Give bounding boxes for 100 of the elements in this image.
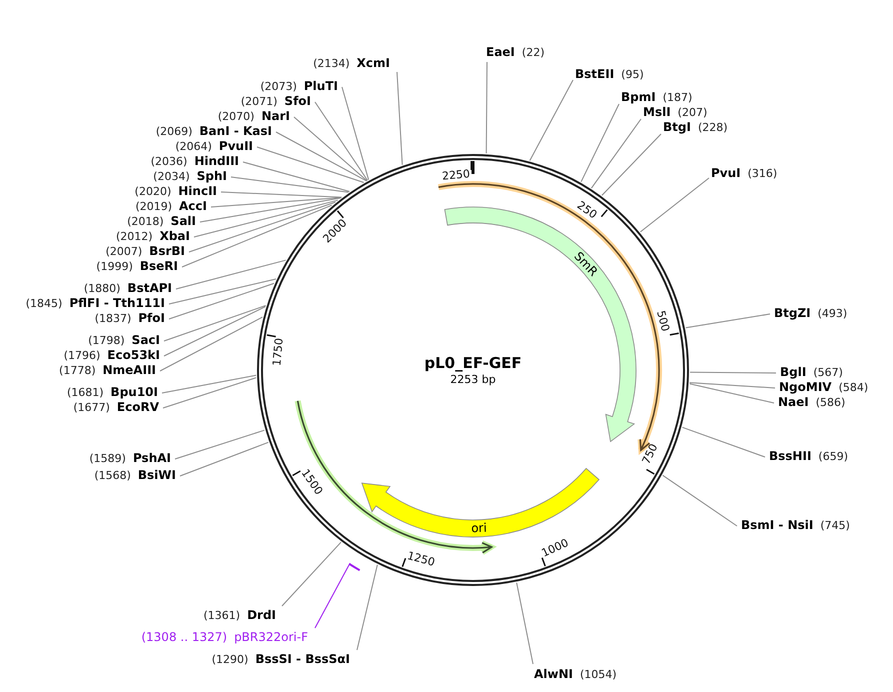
enzyme-name: SacI	[132, 332, 160, 349]
cut-site-position: (567)	[813, 365, 843, 381]
enzyme-name: PflFI - Tth111I	[69, 295, 165, 312]
leader-line	[314, 102, 368, 181]
cut-site-position: (2034)	[153, 169, 190, 185]
leader-line	[529, 80, 574, 162]
leader-line	[516, 582, 534, 664]
plasmid-length: 2253 bp	[450, 372, 496, 386]
cut-site-position: (2007)	[106, 244, 142, 260]
leader-line	[685, 314, 770, 328]
scale-label: 750	[640, 442, 660, 466]
leader-line	[188, 202, 336, 252]
cut-site-position: (207)	[678, 105, 708, 121]
leader-line	[294, 116, 368, 182]
enzyme-name: NarI	[261, 108, 290, 125]
leader-line	[210, 197, 342, 208]
enzyme-name: SalI	[170, 213, 196, 230]
scale-label: 500	[654, 309, 671, 332]
leader-line	[168, 278, 276, 304]
leader-line	[590, 118, 642, 189]
leader-line	[342, 86, 370, 180]
cut-site-position: (493)	[818, 306, 848, 322]
leader-line	[689, 383, 774, 404]
enzyme-name: PluTI	[304, 78, 338, 95]
scale-label: 1750	[271, 338, 284, 367]
enzyme-name: BssSI - BssSαI	[255, 651, 350, 668]
leader-line	[230, 176, 350, 193]
leader-line	[182, 204, 332, 268]
primer-name: pBR322ori-F	[234, 629, 308, 646]
leader-line	[242, 162, 350, 192]
enzyme-name: BsiWI	[138, 467, 176, 484]
leader-line	[168, 282, 274, 320]
cut-site-position: (1290)	[212, 652, 248, 668]
enzyme-name: SphI	[196, 168, 227, 185]
cut-site-position: (1796)	[64, 348, 100, 364]
cut-site-position: (187)	[662, 90, 692, 106]
leader-line	[164, 306, 266, 356]
cut-site-position: (584)	[838, 380, 868, 396]
enzyme-name: XcmI	[356, 55, 390, 72]
cut-site-position: (1999)	[96, 259, 133, 275]
cut-site-position: (2036)	[150, 154, 188, 170]
leader-line	[220, 192, 342, 198]
enzyme-name: BglI	[780, 364, 806, 381]
primer-position: (1308 .. 1327)	[141, 629, 228, 646]
enzyme-name: PvuI	[711, 165, 741, 182]
cut-site-position: (228)	[698, 120, 728, 136]
cut-site-position: (1837)	[94, 311, 132, 327]
leader-line	[164, 305, 266, 342]
cut-site-position: (2069)	[156, 124, 192, 140]
enzyme-name: EaeI	[486, 44, 515, 61]
cut-site-position: (22)	[522, 45, 544, 61]
enzyme-name: BtgI	[663, 119, 691, 136]
leader-line	[689, 382, 776, 388]
leader-line	[200, 198, 342, 222]
cut-site-position: (586)	[816, 395, 846, 411]
leader-line	[690, 372, 776, 374]
cut-site-position: (1880)	[84, 281, 120, 297]
scale-label: 2250	[442, 168, 470, 182]
cut-site-position: (1361)	[203, 608, 240, 624]
enzyme-name: EcoRV	[116, 399, 159, 416]
enzyme-name: BanI - KasI	[199, 123, 272, 140]
leader-line	[356, 564, 378, 650]
enzyme-name: HincII	[178, 183, 217, 200]
cut-site-position: (1677)	[73, 400, 110, 416]
enzyme-name: HindIII	[194, 153, 239, 170]
enzyme-name: NgoMIV	[779, 379, 832, 396]
feature-label: ori	[470, 522, 487, 535]
leader-line	[180, 442, 269, 476]
cut-site-position: (2070)	[218, 109, 254, 125]
enzyme-name: AlwNI	[534, 666, 573, 683]
cut-site-position: (1681)	[66, 385, 104, 401]
cut-site-position: (2018)	[127, 214, 164, 230]
enzyme-name: PfoI	[138, 310, 165, 327]
leader-line	[282, 542, 342, 606]
leader-line	[314, 562, 350, 628]
cut-site-position: (1568)	[94, 468, 131, 484]
cut-site-position: (1845)	[26, 296, 62, 312]
leader-line	[176, 260, 286, 290]
leader-line	[486, 62, 488, 154]
cut-site-position: (95)	[621, 67, 644, 83]
leader-line	[662, 474, 738, 526]
enzyme-name: NaeI	[778, 394, 809, 411]
leader-line	[396, 72, 403, 166]
leader-line	[194, 200, 338, 238]
leader-line	[256, 146, 364, 183]
enzyme-name: XbaI	[160, 228, 190, 245]
cut-site-position: (2071)	[240, 94, 278, 110]
cut-site-position: (2019)	[135, 199, 172, 215]
cut-site-position: (659)	[818, 449, 848, 465]
enzyme-name: Eco53kI	[107, 347, 160, 364]
scale-label: 250	[574, 200, 598, 221]
cut-site-position: (1589)	[89, 451, 126, 467]
enzyme-name: BssHII	[769, 448, 812, 465]
enzyme-name: BstEII	[575, 66, 614, 83]
enzyme-name: BseRI	[140, 258, 178, 275]
enzyme-name: BstAPI	[127, 280, 172, 297]
enzyme-name: SfoI	[284, 93, 311, 110]
cut-site-position: (2073)	[260, 79, 297, 95]
scale-label: 1000	[540, 537, 570, 559]
cut-site-position: (745)	[820, 518, 850, 534]
